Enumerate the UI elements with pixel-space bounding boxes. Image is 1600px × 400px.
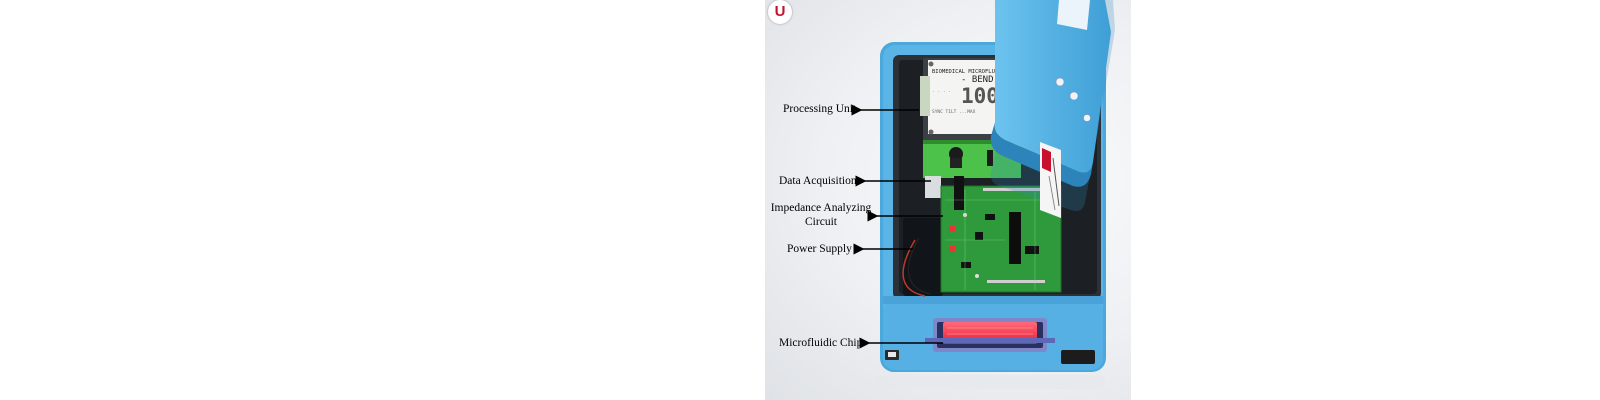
battery-pack <box>902 218 943 297</box>
lcd-title-text: BIOMEDICAL MICROFLUID DE <box>932 69 1011 75</box>
power-port <box>1061 350 1095 364</box>
label-processing-unit: Processing Unit <box>783 103 857 115</box>
university-logo: U <box>768 0 792 24</box>
lid-brand-sticker <box>1040 142 1061 218</box>
label-power-supply: Power Supply <box>787 243 852 255</box>
lcd-footer-text: SYNC TILT ...MAX <box>932 109 976 115</box>
label-microfluidic-chip: Microfluidic Chip <box>779 337 863 349</box>
lcd-mode-text: - BEND - <box>961 75 1004 85</box>
device-lid <box>990 0 1115 218</box>
device-illustration-panel: BIOMEDICAL MICROFLUID DE - BEND - · · · … <box>765 0 1131 400</box>
callout-arrows <box>851 104 943 349</box>
label-impedance-circuit: Impedance Analyzing Circuit <box>770 202 872 228</box>
device-diagram: BIOMEDICAL MICROFLUID DE - BEND - · · · … <box>851 0 1115 389</box>
label-data-acquisition: Data Acquisition <box>779 175 857 187</box>
lcd-small-text: · · · · <box>932 90 951 95</box>
microfluidic-chip-slot <box>925 318 1055 352</box>
